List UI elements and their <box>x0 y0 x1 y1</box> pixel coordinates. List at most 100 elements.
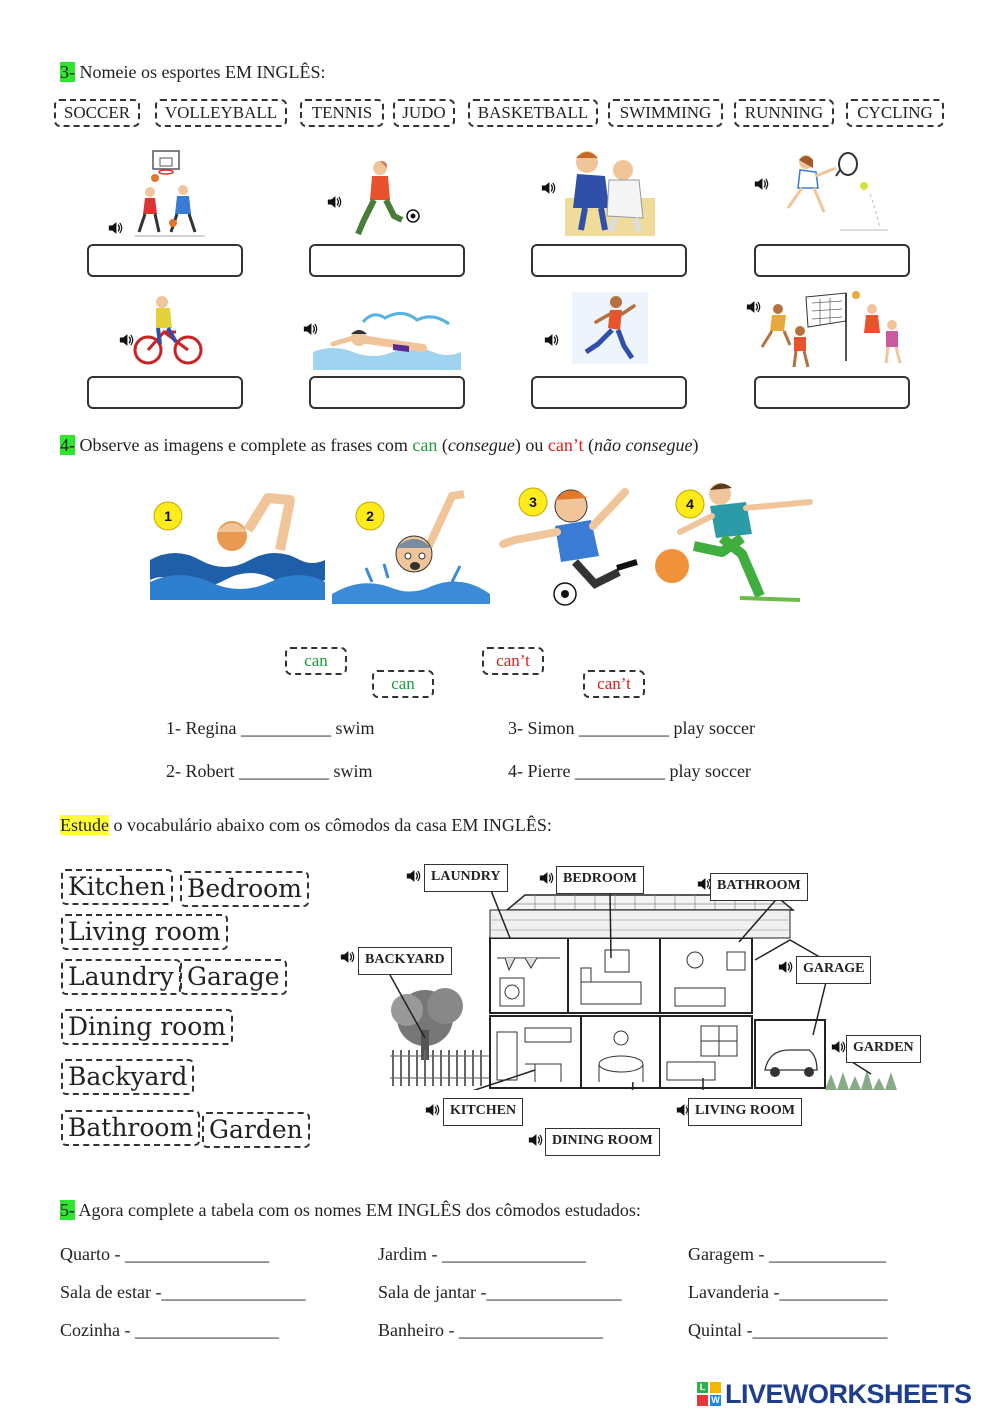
drag-word-can[interactable]: can <box>372 670 434 698</box>
house-label-bathroom: BATHROOM <box>710 873 808 901</box>
house-label-garden: GARDEN <box>846 1035 921 1063</box>
sentence-4: 4- Pierre __________ play soccer <box>508 761 751 781</box>
answer-box-8[interactable] <box>754 376 910 409</box>
picture-number-1: 1 <box>164 508 172 524</box>
house-label-kitchen: KITCHEN <box>443 1098 524 1126</box>
speaker-icon[interactable] <box>746 300 762 314</box>
liveworksheets-logo: L W LIVEWORKSHEETS <box>697 1378 972 1409</box>
picture-number-2: 2 <box>366 508 374 524</box>
word-chip-judo[interactable]: JUDO <box>393 99 455 127</box>
study-text: o vocabulário abaixo com os cômodos da c… <box>109 815 552 835</box>
speaker-icon[interactable] <box>539 871 555 885</box>
soccer-picture <box>355 161 420 236</box>
logo-mark-icon: L W <box>697 1382 721 1406</box>
word-chip-soccer[interactable]: SOCCER <box>54 99 140 127</box>
logo-letter: L <box>697 1382 708 1393</box>
section3-title: 3- Nomeie os esportes EM INGLÊS: <box>60 61 325 83</box>
house-label-laundry: LAUNDRY <box>424 864 508 892</box>
answer-box-4[interactable] <box>754 244 910 277</box>
speaker-icon[interactable] <box>528 1133 544 1147</box>
answer-box-7[interactable] <box>531 376 687 409</box>
section4-text: ( <box>583 435 595 455</box>
speaker-icon[interactable] <box>831 1040 847 1054</box>
answer-box-5[interactable] <box>87 376 243 409</box>
vocab-dining-room: Dining room <box>61 1009 233 1045</box>
vocab-bedroom: Bedroom <box>180 871 309 907</box>
answer-box-6[interactable] <box>309 376 465 409</box>
speaker-icon[interactable] <box>754 177 770 191</box>
speaker-icon[interactable] <box>425 1103 441 1117</box>
answer-box-3[interactable] <box>531 244 687 277</box>
logo-letter: W <box>710 1395 721 1406</box>
answer-box-2[interactable] <box>309 244 465 277</box>
speaker-icon[interactable] <box>406 869 422 883</box>
speaker-icon[interactable] <box>108 221 124 235</box>
house-diagram <box>389 887 897 1090</box>
section4-text: ) <box>692 435 699 455</box>
judo-picture <box>565 151 655 236</box>
vocab-garage: Garage <box>180 959 287 995</box>
section4-number: 4- <box>60 435 75 455</box>
speaker-icon[interactable] <box>778 960 794 974</box>
drowning-picture: 2 <box>332 490 490 604</box>
vocab-kitchen: Kitchen <box>61 869 173 905</box>
swimmer-picture: 1 <box>150 493 325 600</box>
drag-word-cant[interactable]: can’t <box>482 647 544 675</box>
basketball-picture <box>135 150 205 237</box>
picture-number-3: 3 <box>529 494 537 510</box>
table-cell-garagem: Garagem - _____________ <box>688 1244 886 1264</box>
section4-text: ( <box>437 435 448 455</box>
table-cell-sala-de-jantar: Sala de jantar -_______________ <box>378 1282 622 1302</box>
table-cell-cozinha: Cozinha - ________________ <box>60 1320 279 1340</box>
speaker-icon[interactable] <box>327 195 343 209</box>
brand-name: LIVEWORKSHEETS <box>725 1378 972 1409</box>
speaker-icon[interactable] <box>340 950 356 964</box>
cycling-picture <box>133 296 203 365</box>
vocab-living-room: Living room <box>61 914 228 950</box>
speaker-icon[interactable] <box>119 333 135 347</box>
section4-text: ) ou <box>514 435 548 455</box>
word-chip-cycling[interactable]: CYCLING <box>846 99 944 127</box>
soccer-kick-picture: 4 <box>655 483 813 602</box>
running-picture <box>572 292 648 364</box>
word-chip-running[interactable]: RUNNING <box>734 99 834 127</box>
section4-text: Observe as imagens e complete as frases … <box>75 435 413 455</box>
answer-box-1[interactable] <box>87 244 243 277</box>
table-cell-quintal: Quintal -_______________ <box>688 1320 888 1340</box>
vocab-backyard: Backyard <box>61 1059 195 1095</box>
sentence-3: 3- Simon __________ play soccer <box>508 718 755 738</box>
word-chip-tennis[interactable]: TENNIS <box>300 99 384 127</box>
drag-word-cant[interactable]: can’t <box>583 670 645 698</box>
tennis-picture <box>786 152 888 231</box>
section4-cant: can’t <box>547 435 584 455</box>
speaker-icon[interactable] <box>544 333 560 347</box>
house-label-dining-room: DINING ROOM <box>545 1128 660 1156</box>
sentence-1: 1- Regina __________ swim <box>166 718 375 738</box>
drag-word-can[interactable]: can <box>285 647 347 675</box>
word-chip-swimming[interactable]: SWIMMING <box>608 99 723 127</box>
word-chip-basketball[interactable]: BASKETBALL <box>468 99 598 127</box>
volleyball-picture <box>760 291 902 368</box>
section4-nao-consegue: não consegue <box>594 435 693 455</box>
swimming-picture <box>313 312 461 370</box>
study-title: Estude o vocabulário abaixo com os cômod… <box>60 814 552 836</box>
speaker-icon[interactable] <box>541 181 557 195</box>
section3-title-text: Nomeie os esportes EM INGLÊS: <box>75 62 326 82</box>
section4-can: can <box>412 435 438 455</box>
house-label-backyard: BACKYARD <box>358 947 452 975</box>
house-label-living-room: LIVING ROOM <box>688 1098 802 1126</box>
word-chip-volleyball[interactable]: VOLLEYBALL <box>155 99 287 127</box>
house-label-bedroom: BEDROOM <box>556 866 644 894</box>
section4-title: 4- Observe as imagens e complete as fras… <box>60 434 699 456</box>
section5-number: 5- <box>60 1200 75 1220</box>
vocab-bathroom: Bathroom <box>61 1110 201 1146</box>
house-label-garage: GARAGE <box>796 956 872 984</box>
section5-title: 5- Agora complete a tabela com os nomes … <box>60 1199 641 1221</box>
table-cell-lavanderia: Lavanderia -____________ <box>688 1282 888 1302</box>
section4-consegue: consegue <box>447 435 515 455</box>
speaker-icon[interactable] <box>303 322 319 336</box>
study-highlight: Estude <box>60 815 109 835</box>
table-cell-quarto: Quarto - ________________ <box>60 1244 269 1264</box>
picture-number-4: 4 <box>686 496 694 512</box>
soccer-fail-picture: 3 <box>499 487 638 606</box>
